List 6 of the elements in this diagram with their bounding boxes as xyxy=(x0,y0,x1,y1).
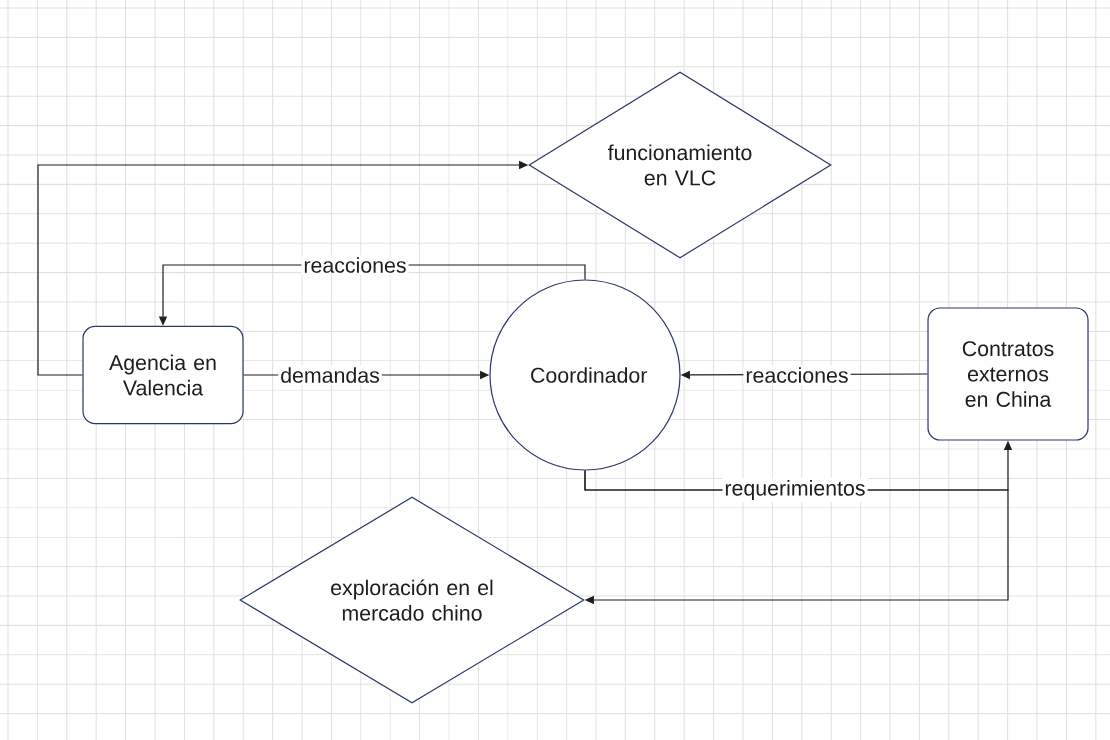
edge-label: demandas xyxy=(278,365,382,385)
process-box: Contratos externos en China xyxy=(927,307,1089,441)
process-box: Agencia en Valencia xyxy=(82,325,244,425)
edge-label: reacciones xyxy=(301,255,409,275)
edge-label: requerimientos xyxy=(722,478,868,502)
edge-label: reacciones xyxy=(743,365,851,385)
